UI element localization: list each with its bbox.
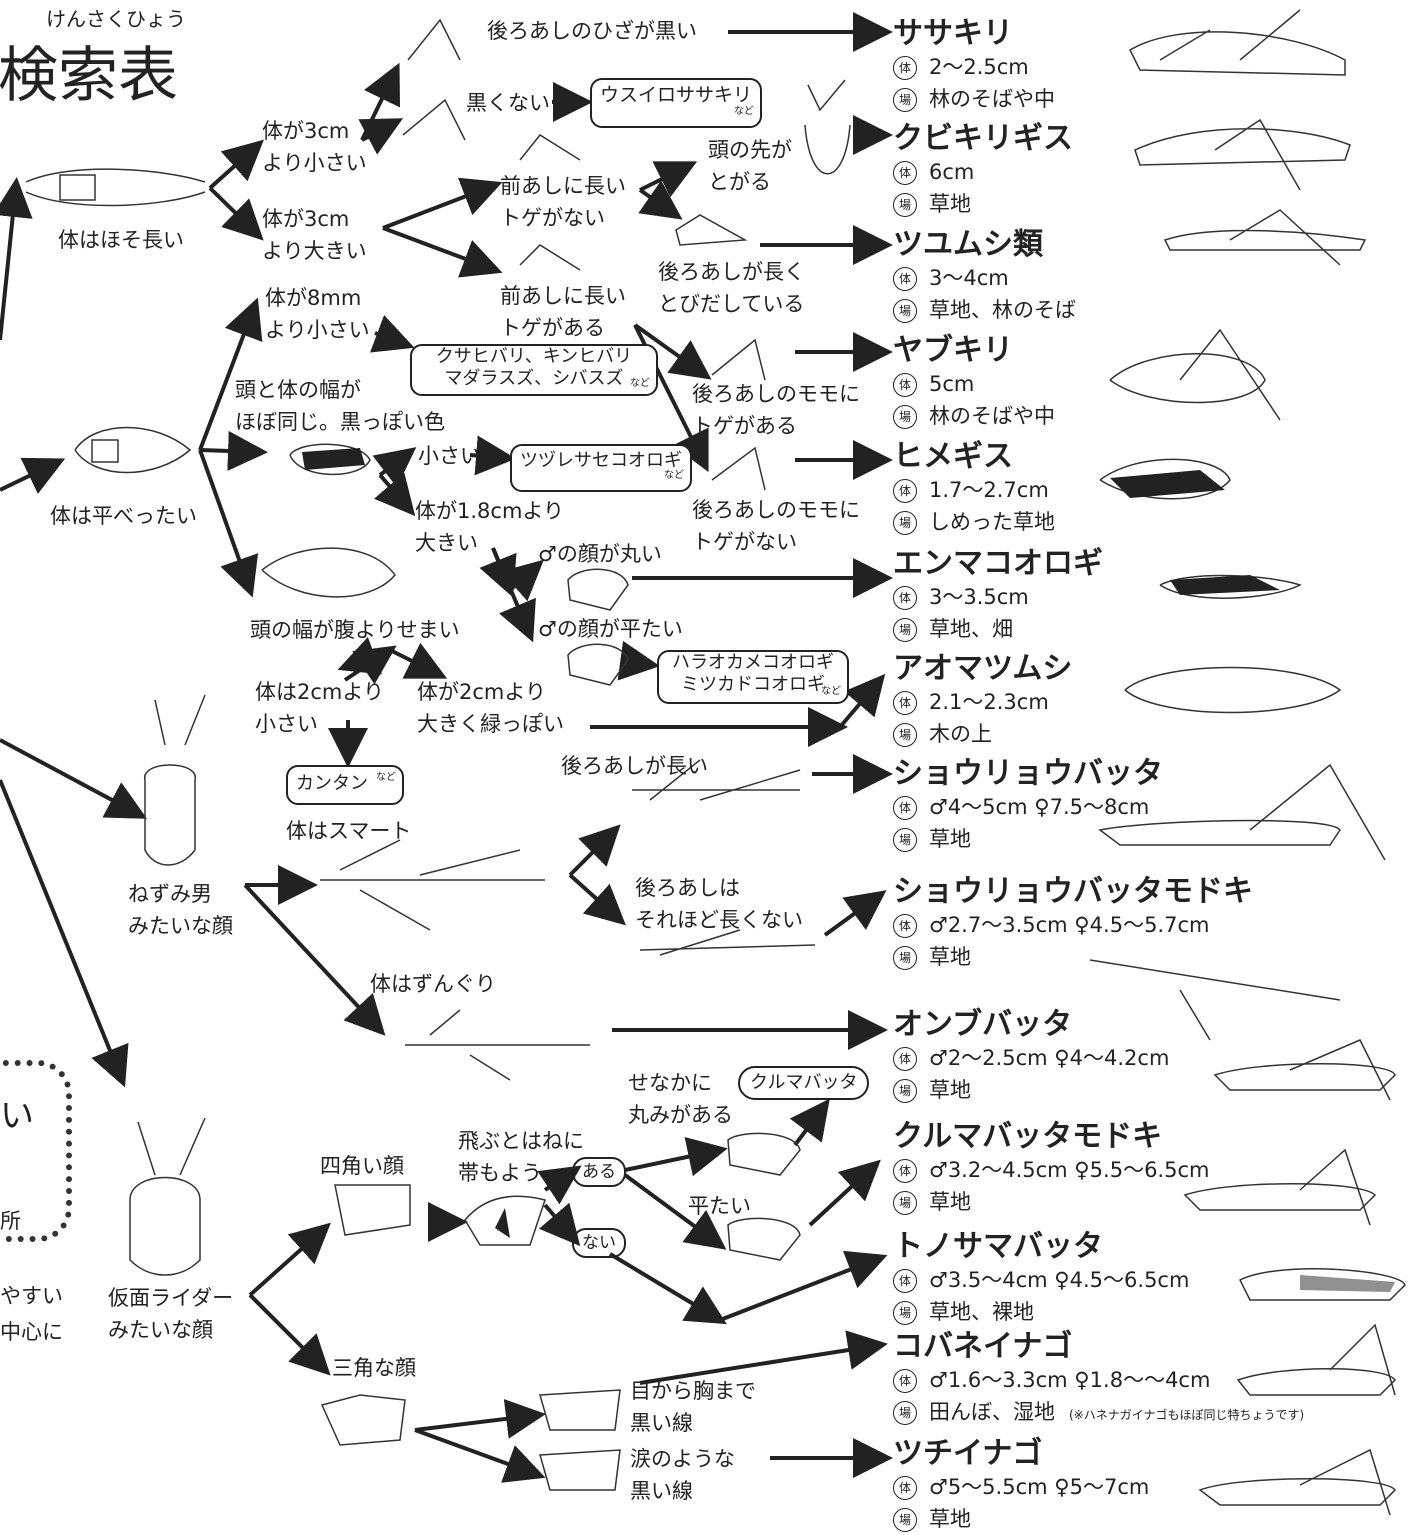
species-kurumabattamodoki: クルマバッタモドキ 体♂3.2〜4.5cm ♀5.5〜6.5cm 場草地 (893, 1119, 1210, 1215)
category-slender: 体はほそ長い (58, 228, 184, 252)
branch-foreleg-no-spine: 前あしに長い トゲがない (500, 174, 626, 230)
edge-text-3: やすい (0, 1284, 63, 1308)
edge-text-2: 所 (0, 1209, 21, 1233)
branch-triangle-face: 三角な顔 (332, 1356, 416, 1380)
cut-off-box (0, 1060, 72, 1242)
species-name: ショウリョウバッタモドキ (893, 874, 1253, 909)
branch-head-pointed: 頭の先が とがる (708, 138, 792, 194)
species-name: アオマツムシ (893, 651, 1073, 686)
branch-foreleg-spine: 前あしに長い トゲがある (500, 284, 626, 340)
box-tsuzure: ツヅレサセコオロギなど (510, 444, 692, 492)
branch-gt2cm-green: 体が2cmより 大きく緑っぽい (417, 680, 564, 736)
species-name: コバネイナゴ (893, 1329, 1073, 1364)
answer-no: ない (572, 1228, 626, 1258)
branch-flat-back: 平たい (688, 1194, 751, 1218)
species-name: ショウリョウバッタ (893, 756, 1163, 791)
species-name: ヤブキリ (893, 333, 1013, 368)
species-name: クビキリギス (893, 121, 1073, 156)
box-kantan: カンタンなど (286, 765, 404, 805)
box-haraoka: ハラオカメコオロギ ミツカドコオロギなど (657, 650, 849, 704)
branch-male-flat: ♂の顔が平たい (538, 617, 683, 641)
branch-back-round: せなかに 丸みがある (628, 1071, 733, 1127)
box-usuiro: ウスイロササキリなど (590, 78, 763, 128)
branch-eye-chest-line: 目から胸まで 黒い線 (630, 1379, 756, 1435)
branch-hindleg-not-long: 後ろあしは それほど長くない (635, 876, 803, 932)
category-rat-face: ねずみ男 みたいな顔 (128, 882, 233, 938)
answer-yes: ある (572, 1157, 626, 1187)
title-ruby: けんさくひょう (46, 7, 186, 31)
box-kusahibari: クサヒバリ、キンヒバリ マダラスズ、シバスズなど (410, 344, 658, 396)
species-note: (※ハネナガイナゴもほぼ同じ特ちょうです) (1069, 1408, 1305, 1422)
branch-lt3cm: 体が3cm より小さい (262, 119, 367, 175)
species-name: クルマバッタモドキ (893, 1119, 1163, 1154)
branch-tear-line: 涙のような 黒い線 (630, 1447, 735, 1503)
species-name: ヒメギス (893, 439, 1013, 474)
branch-lt2cm: 体は2cmより 小さい (255, 680, 384, 736)
category-rider-face: 仮面ライダー みたいな顔 (108, 1286, 234, 1342)
branch-gt1-8cm: 体が1.8cmより 大きい (415, 499, 564, 555)
edge-text-1: い (0, 1096, 34, 1136)
page-title: 検索表 (0, 41, 178, 111)
branch-stout: 体はずんぐり (370, 972, 496, 996)
species-name: エンマコオロギ (893, 546, 1103, 581)
branch-gt3cm: 体が3cm より大きい (262, 207, 367, 263)
edge-text-4: 中心に (0, 1320, 63, 1344)
species-tonosamabatta: トノサマバッタ 体♂3.5〜4cm ♀4.5〜6.5cm 場草地、裸地 (893, 1229, 1190, 1325)
branch-small: 小さい (418, 444, 481, 468)
branch-thigh-no-spine: 後ろあしのモモに トゲがない (692, 498, 860, 554)
branch-thigh-spine: 後ろあしのモモに トゲがある (692, 382, 860, 438)
branch-square-face: 四角い顔 (320, 1154, 404, 1178)
species-name: ササキリ (893, 16, 1013, 51)
species-name: トノサマバッタ (893, 1229, 1103, 1264)
species-kobaneinago: コバネイナゴ 体♂1.6〜3.3cm ♀1.8〜〜4cm 場田んぼ、湿地(※ハネ… (893, 1329, 1305, 1425)
species-name: ツチイナゴ (893, 1436, 1043, 1471)
species-tsuchiinago: ツチイナゴ 体♂5〜5.5cm ♀5〜7cm 場草地 (893, 1436, 1150, 1532)
species-shouryoubattamodoki: ショウリョウバッタモドキ 体♂2.7〜3.5cm ♀4.5〜5.7cm 場草地 (893, 874, 1253, 970)
branch-hindleg-long-out: 後ろあしが長く とびだしている (658, 260, 805, 316)
species-name: ツユムシ類 (893, 227, 1043, 262)
branch-band: 飛ぶとはねに 帯もよう (458, 1129, 584, 1185)
branch-head-narrow: 頭の幅が腹よりせまい (250, 618, 460, 642)
branch-knee-black: 後ろあしのひざが黒い (487, 19, 697, 43)
branch-hindleg-long: 後ろあしが長い (561, 754, 708, 778)
branch-lt8mm: 体が8mm より小さい (265, 286, 370, 342)
species-onbubatta: オンブバッタ 体♂2〜2.5cm ♀4〜4.2cm 場草地 (893, 1007, 1170, 1103)
category-flat: 体は平べったい (50, 504, 197, 528)
box-kuruma: クルマバッタ (738, 1066, 870, 1100)
branch-male-round: ♂の顔が丸い (538, 542, 662, 566)
branch-head-body-same: 頭と体の幅が ほぼ同じ。黒っぽい色 (235, 378, 445, 434)
branch-smart: 体はスマート (286, 819, 412, 843)
species-name: オンブバッタ (893, 1007, 1073, 1042)
branch-not-black: 黒くない (466, 91, 550, 115)
species-shouryoubatta: ショウリョウバッタ 体♂4〜5cm ♀7.5〜8cm 場草地 (893, 756, 1163, 852)
